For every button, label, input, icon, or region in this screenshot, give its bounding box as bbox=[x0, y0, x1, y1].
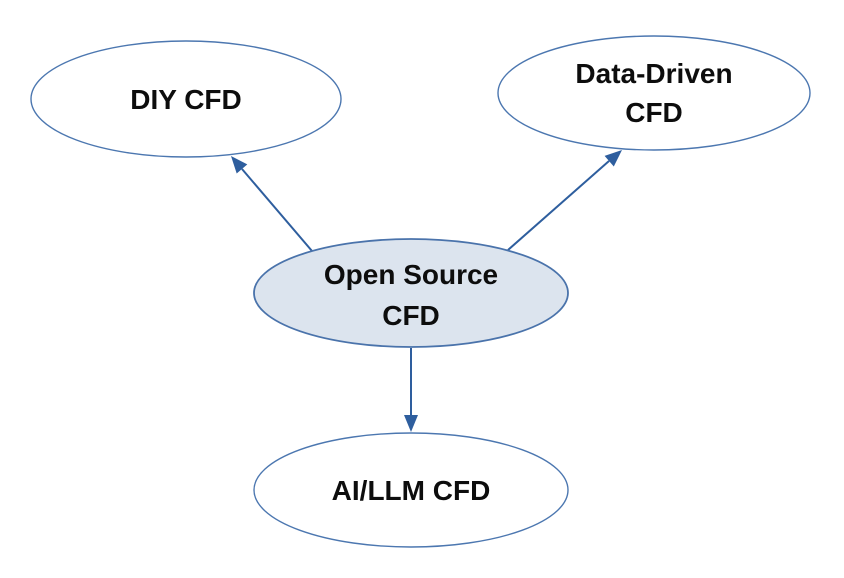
node-open-source-cfd-label-line2: CFD bbox=[382, 300, 440, 331]
node-open-source-cfd-label-line1: Open Source bbox=[324, 259, 498, 290]
arrowhead-up-right-icon bbox=[604, 150, 622, 167]
node-ai-llm-cfd-label: AI/LLM CFD bbox=[332, 475, 491, 506]
edge-center-to-diy-shaft bbox=[241, 168, 313, 252]
node-data-driven-cfd-label-line1: Data-Driven bbox=[575, 58, 732, 89]
node-diy-cfd-label: DIY CFD bbox=[130, 84, 242, 115]
node-data-driven-cfd-label-line2: CFD bbox=[625, 97, 683, 128]
edge-center-to-ai-llm bbox=[404, 348, 418, 432]
node-diy-cfd-shape bbox=[30, 40, 342, 158]
edge-center-to-data-driven bbox=[507, 150, 622, 251]
node-data-driven-cfd-shape bbox=[497, 35, 811, 151]
edge-center-to-diy bbox=[231, 156, 313, 252]
node-ai-llm-cfd-shape bbox=[253, 432, 569, 548]
edge-center-to-data-driven-shaft bbox=[507, 160, 610, 251]
node-open-source-cfd-shape bbox=[253, 238, 569, 348]
arrowhead-up-left-icon bbox=[231, 156, 248, 174]
arrowhead-down-icon bbox=[404, 415, 418, 432]
